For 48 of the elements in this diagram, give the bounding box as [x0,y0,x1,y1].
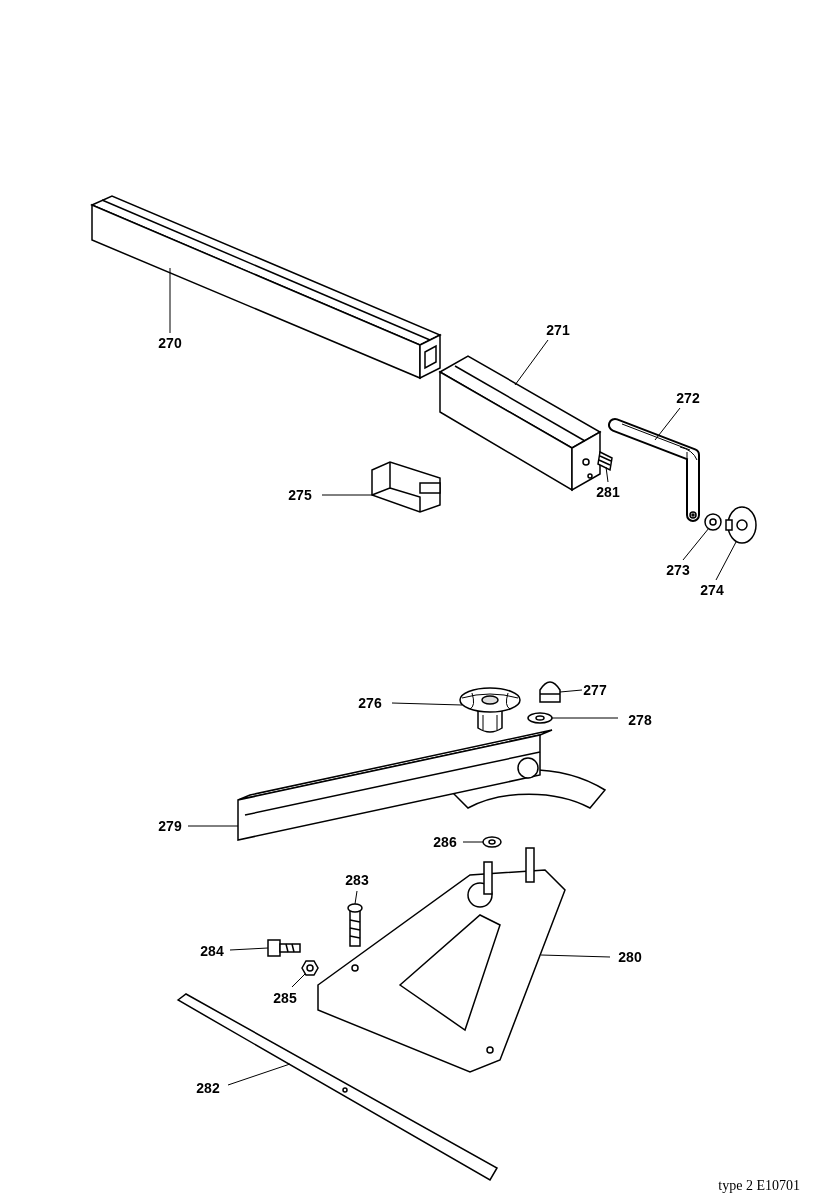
washer-drawing [527,712,553,724]
callout-number: 284 [200,943,224,959]
leader-line [514,339,549,386]
screw-drawing [347,903,363,947]
callout-number: 278 [628,712,652,728]
leader-line [169,267,171,334]
leader-line [715,541,737,581]
callout-number: 277 [583,682,607,698]
leader-line [391,702,463,706]
leader-line [229,947,269,951]
callout-number: 272 [676,390,700,406]
nut-drawing [301,960,319,976]
screw-drawing [267,939,301,957]
knob-drawing [725,506,757,544]
leader-line [462,841,484,843]
cap-nut-drawing [539,681,561,703]
rail-drawing [90,195,442,380]
leader-line [540,954,611,958]
callout-number: 275 [288,487,312,503]
callout-number: 274 [700,582,724,598]
callout-number: 282 [196,1080,220,1096]
leader-line [605,466,609,483]
callout-number: 273 [666,562,690,578]
leader-line [654,407,681,441]
callout-number: 286 [433,834,457,850]
bracket-drawing [371,461,441,513]
callout-number: 285 [273,990,297,1006]
washer-drawing [482,836,502,848]
callout-number: 281 [596,484,620,500]
leader-line [321,494,373,496]
callout-number: 283 [345,872,369,888]
base-drawing [317,847,566,1073]
washer-drawing [704,513,722,531]
leader-line [682,527,710,561]
callout-number: 280 [618,949,642,965]
leader-line [187,825,239,827]
leader-line [551,717,619,719]
callout-number: 276 [358,695,382,711]
leader-line [291,973,306,988]
screw-drawing [597,450,613,472]
callout-number: 270 [158,335,182,351]
leader-line [227,1063,291,1086]
leader-line [559,689,583,693]
leader-line [354,890,358,905]
callout-number: 279 [158,818,182,834]
knob-drawing [459,687,521,733]
callout-number: 271 [546,322,570,338]
drawing-reference-note: type 2 E10701 [718,1178,800,1194]
